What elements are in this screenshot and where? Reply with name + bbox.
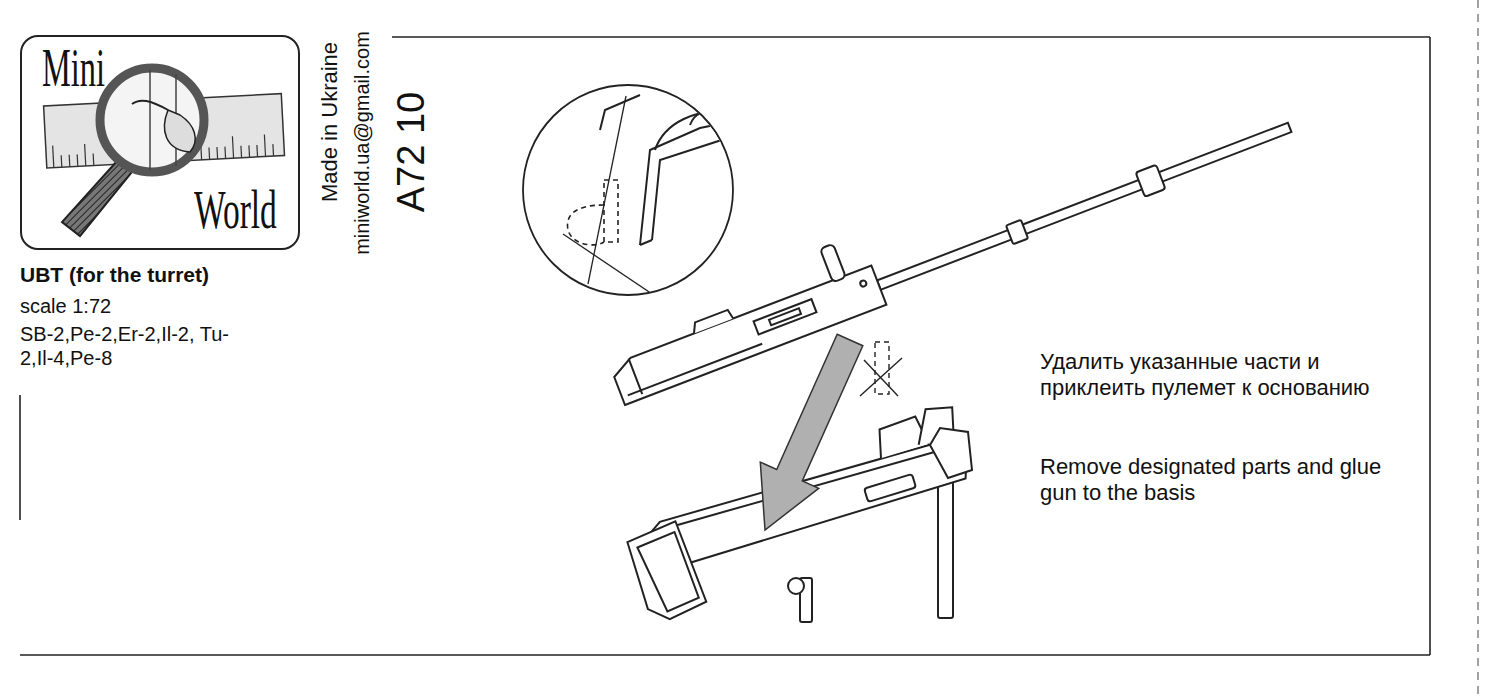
removed-part xyxy=(860,342,902,396)
logo-word: Mini xyxy=(42,41,105,95)
logo-box: MiniWorld xyxy=(20,35,300,250)
feather xyxy=(164,110,195,152)
instruction-frame: Удалить указанные части и приклеить пуле… xyxy=(392,37,1430,655)
magnifier-lens xyxy=(100,68,204,172)
aircraft-list: SB-2,Pe-2,Er-2,Il-2, Tu-2,Il-4,Pe-8 xyxy=(20,322,260,370)
logo-word: World xyxy=(194,183,277,237)
contact-email: miniworld.ua@gmail.com xyxy=(350,31,374,255)
frame-lines xyxy=(20,37,1430,655)
instruction-text: Remove designated parts and glue gun to … xyxy=(1040,454,1400,507)
magnifier-handle xyxy=(62,160,132,236)
detail-inset xyxy=(523,85,740,302)
assembly-arrow xyxy=(760,334,863,530)
kit-number: A72 10 xyxy=(389,92,435,212)
origin-note: Made in Ukraine xyxy=(317,42,343,202)
product-title: UBT (for the turret) xyxy=(20,262,209,287)
instruction-text: Удалить указанные части и приклеить пуле… xyxy=(1040,349,1400,402)
cut-line xyxy=(1478,0,1479,700)
scale-note: scale 1:72 xyxy=(20,294,111,318)
